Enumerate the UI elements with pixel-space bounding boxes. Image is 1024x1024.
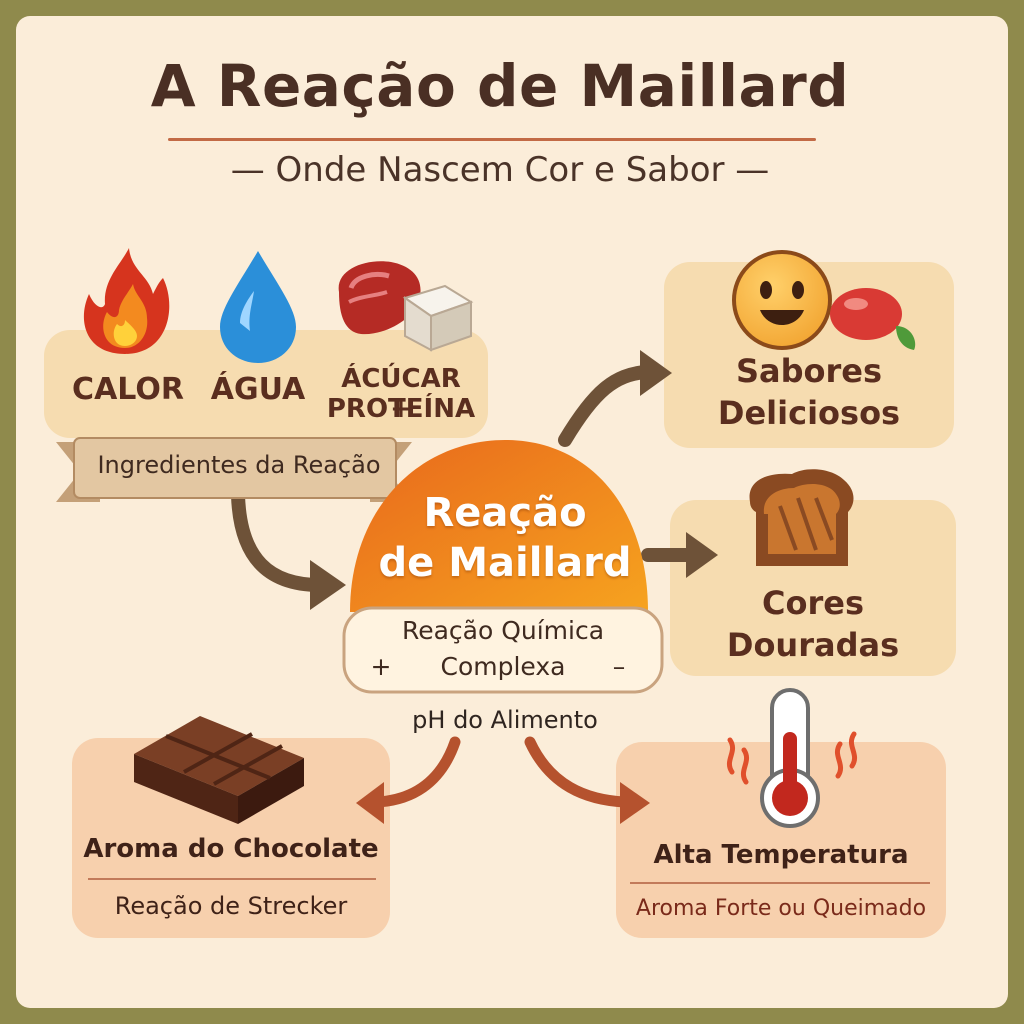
thermometer-icon	[726, 688, 858, 828]
center-pill	[342, 606, 664, 694]
temperature-divider	[630, 882, 930, 884]
arrow-ingredients-to-center	[231, 488, 346, 610]
flavors-label-line1: Sabores	[735, 352, 883, 390]
page-subtitle: — Onde Nascem Cor e Sabor —	[230, 150, 770, 190]
center-title-line2: de Maillard	[378, 540, 632, 586]
colors-label-line2: Douradas	[726, 626, 900, 664]
ingredients-ribbon	[56, 437, 412, 502]
ingredient-label-sugar-protein-1: ÁCÚCAR +	[341, 364, 461, 424]
chocolate-divider	[88, 878, 376, 880]
center-title: Reação de Maillard	[360, 488, 650, 588]
colors-label-line1: Cores	[762, 584, 864, 622]
meat-sugar-icon	[338, 261, 474, 352]
pill-minus-sign: –	[612, 652, 626, 681]
smiley-face-icon	[732, 250, 832, 350]
ingredient-label-heat: CALOR	[72, 372, 184, 407]
fire-icon	[83, 248, 170, 354]
flavors-label-line2: Deliciosos	[717, 394, 901, 432]
toast-icon	[749, 469, 854, 566]
title-underline	[168, 138, 816, 141]
temperature-subtitle: Aroma Forte ou Queimado	[635, 896, 927, 921]
arrow-center-to-chocolate	[356, 736, 461, 824]
tomato-icon	[830, 288, 916, 350]
pill-line2: Complexa	[440, 652, 566, 681]
chocolate-subtitle: Reação de Strecker	[114, 892, 348, 920]
arrow-center-to-colors	[641, 532, 718, 578]
ingredient-label-sugar-protein-2: PROTEÍNA	[326, 394, 476, 424]
pill-plus-sign: +	[370, 652, 392, 681]
chocolate-title: Aroma do Chocolate	[83, 834, 379, 864]
page-title: A Reação de Maillard	[150, 52, 850, 120]
temperature-title: Alta Temperatura	[653, 840, 909, 870]
pill-line1: Reação Química	[401, 616, 605, 645]
ingredient-label-water: ÁGUA	[210, 372, 306, 407]
ph-label: pH do Alimento	[412, 706, 598, 734]
arrow-center-to-temperature	[524, 736, 650, 824]
ingredients-ribbon-label: Ingredientes da Reação	[97, 451, 381, 479]
arrow-center-to-flavors	[558, 350, 672, 447]
maillard-center-shape	[350, 440, 648, 612]
center-title-line1: Reação	[423, 490, 587, 536]
chocolate-bar-icon	[134, 716, 304, 824]
water-drop-icon	[220, 251, 296, 363]
